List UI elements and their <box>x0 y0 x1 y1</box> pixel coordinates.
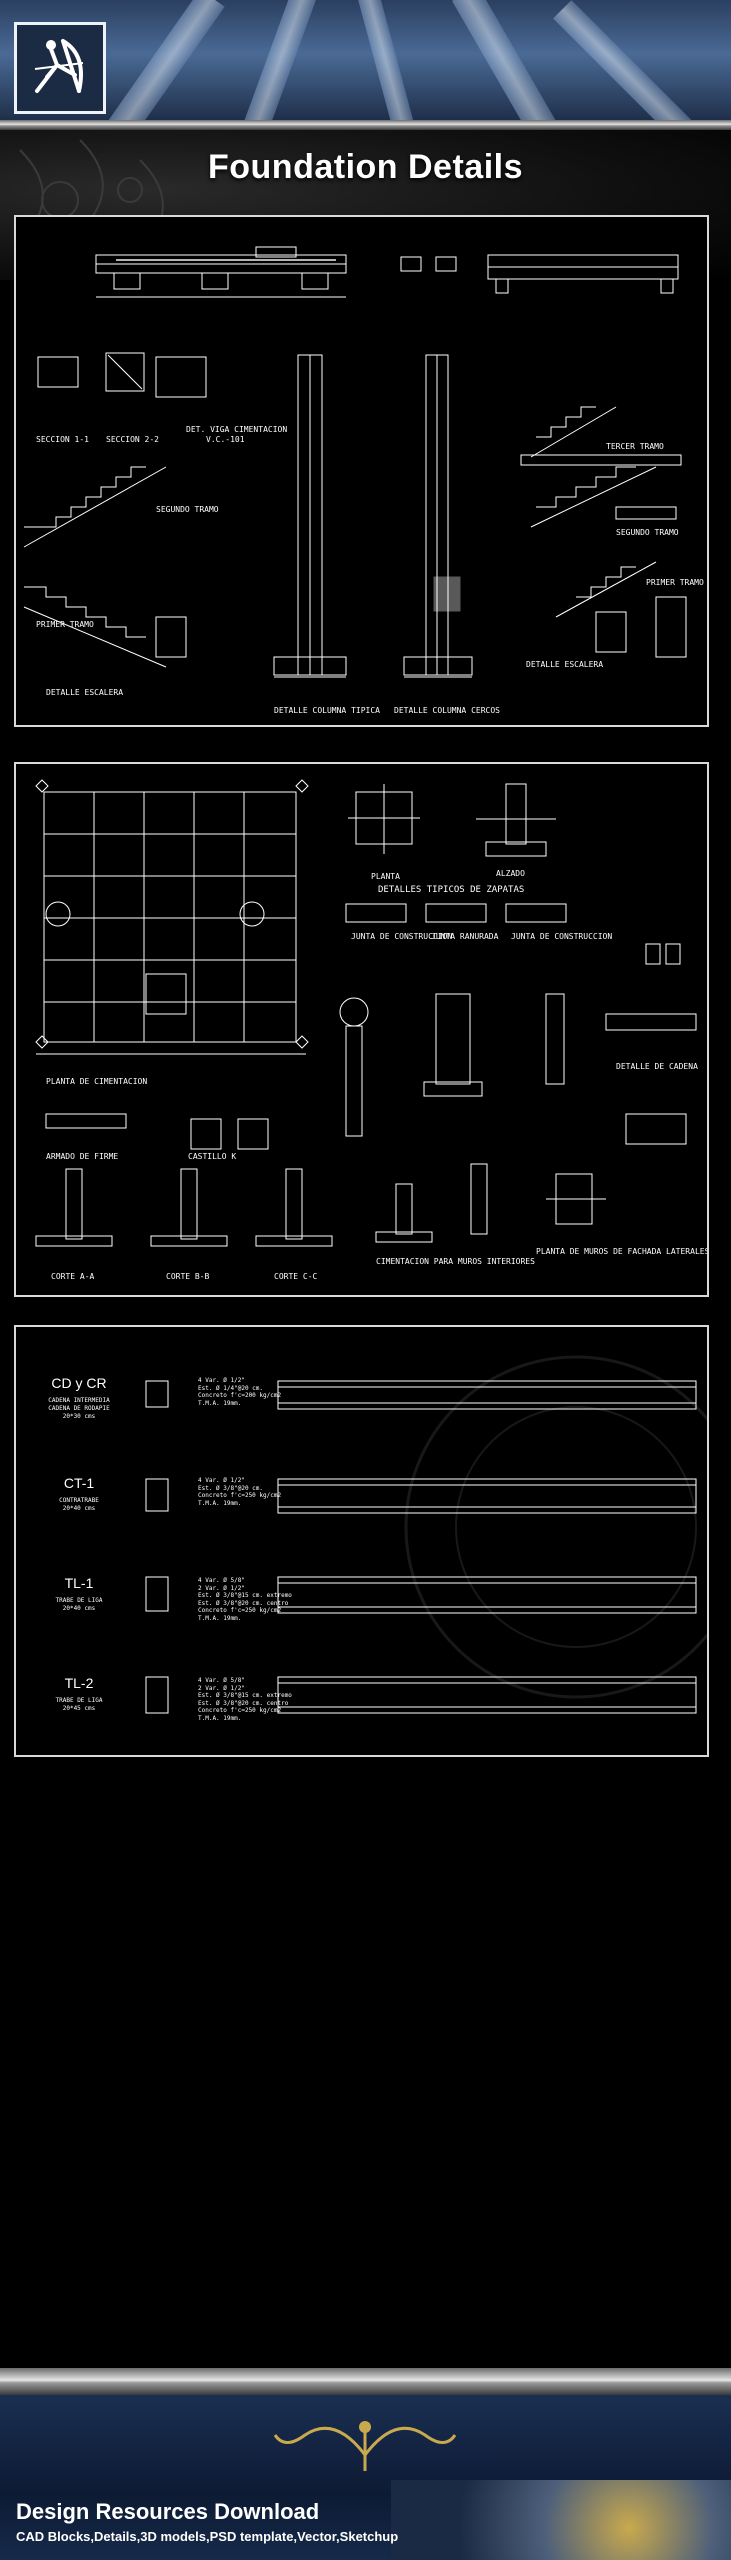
label-segundo-tramo-r: SEGUNDO TRAMO <box>616 528 679 537</box>
footing-drawing: PLANTA ALZADO DETALLES TIPICOS DE ZAPATA… <box>35 779 707 1281</box>
label-primer-tramo: PRIMER TRAMO <box>36 620 94 629</box>
beam-row-ct-1: CT-1 CONTRATRABE 20*40 cms 4 Var. Ø 1/2"… <box>16 1467 707 1577</box>
label-corte-a: CORTE A-A <box>51 1272 95 1281</box>
footer-banner: Design Resources Download CAD Blocks,Det… <box>0 2395 731 2560</box>
beam-drawing <box>145 1478 697 1514</box>
header-banner <box>0 0 731 120</box>
footer-subtitle: CAD Blocks,Details,3D models,PSD templat… <box>16 2529 399 2544</box>
label-seccion-1: SECCION 1-1 <box>36 435 89 444</box>
label-cim-muros: CIMENTACION PARA MUROS INTERIORES <box>376 1257 535 1266</box>
label-castillo: CASTILLO K <box>188 1152 236 1161</box>
label-vc: V.C.-101 <box>206 435 245 444</box>
label-detalle-escalera: DETALLE ESCALERA <box>46 688 123 697</box>
beam-spec: 4 Var. Ø 1/2" Est. Ø 3/8"@20 cm. Concret… <box>198 1477 282 1507</box>
label-junta-const: JUNTA DE CONSTRUCCION <box>351 932 452 941</box>
beam-name: CD y CR <box>51 1375 107 1391</box>
stair-column-drawing: SECCION 1-1 SECCION 2-2 DET. VIGA CIMENT… <box>23 246 704 715</box>
beam-name: CT-1 <box>63 1475 95 1491</box>
footer-title: Design Resources Download <box>16 2499 320 2524</box>
label-detalles-tipicos: DETALLES TIPICOS DE ZAPATAS <box>378 885 524 895</box>
label-detalle-cadena: DETALLE DE CADENA <box>616 1062 698 1071</box>
beam-spec: 4 Var. Ø 5/8" 2 Var. Ø 1/2" Est. Ø 3/8"@… <box>198 1677 292 1722</box>
beam-name: TL-1 <box>64 1575 94 1591</box>
label-planta-cimentacion: PLANTA DE CIMENTACION <box>46 1077 147 1086</box>
beam-row-tl-1: TL-1 TRABE DE LIGA 20*40 cms 4 Var. Ø 5/… <box>16 1567 707 1677</box>
label-segundo-tramo: SEGUNDO TRAMO <box>156 505 219 514</box>
panel-stair-column-details: SECCION 1-1 SECCION 2-2 DET. VIGA CIMENT… <box>14 215 709 727</box>
gold-ornament-icon <box>273 2421 457 2471</box>
label-detalle-escalera-r: DETALLE ESCALERA <box>526 660 603 669</box>
label-alzado: ALZADO <box>496 869 525 878</box>
label-armado-firme: ARMADO DE FIRME <box>46 1152 118 1161</box>
panel-beam-schedule: CD y CR CADENA INTERMEDIA CADENA DE RODA… <box>14 1325 709 1757</box>
beam-row-tl-2: TL-2 TRABE DE LIGA 20*45 cms 4 Var. Ø 5/… <box>16 1667 707 1777</box>
archer-logo-icon <box>14 22 106 114</box>
page-title: Foundation Details <box>208 148 523 186</box>
beam-drawing <box>145 1576 697 1614</box>
label-planta-muros: PLANTA DE MUROS DE FACHADA LATERALES DET… <box>536 1247 707 1256</box>
beam-sub: TRABE DE LIGA 20*45 cms <box>55 1697 103 1712</box>
label-col-cercos: DETALLE COLUMNA CERCOS <box>394 706 500 715</box>
header-divider <box>0 120 731 130</box>
footer-divider <box>0 2368 731 2395</box>
label-planta: PLANTA <box>371 872 400 881</box>
beam-spec: 4 Var. Ø 5/8" 2 Var. Ø 1/2" Est. Ø 3/8"@… <box>198 1577 292 1622</box>
watermark-emblem <box>404 1355 707 1699</box>
panel-footing-details: PLANTA ALZADO DETALLES TIPICOS DE ZAPATA… <box>14 762 709 1297</box>
label-corte-c: CORTE C-C <box>274 1272 318 1281</box>
beam-sub: CONTRATRABE 20*40 cms <box>59 1497 99 1512</box>
label-corte-b: CORTE B-B <box>166 1272 210 1281</box>
beam-sub: CADENA INTERMEDIA CADENA DE RODAPIE 20*3… <box>48 1397 110 1420</box>
beam-drawing <box>145 1676 697 1714</box>
label-col-tipica: DETALLE COLUMNA TIPICA <box>274 706 380 715</box>
beam-spec: 4 Var. Ø 1/2" Est. Ø 1/4"@20 cm. Concret… <box>198 1377 282 1407</box>
label-seccion-2: SECCION 2-2 <box>106 435 159 444</box>
beam-sub: TRABE DE LIGA 20*40 cms <box>55 1597 103 1612</box>
footer-artwork <box>391 2480 731 2560</box>
beam-name: TL-2 <box>64 1675 94 1691</box>
label-primer-tramo-r: PRIMER TRAMO <box>646 578 704 587</box>
label-junta-const2: JUNTA DE CONSTRUCCION <box>511 932 612 941</box>
label-junta-ranurada: JUNTA RANURADA <box>431 932 499 941</box>
label-tercer-tramo: TERCER TRAMO <box>606 442 664 451</box>
beam-row-cd-cr: CD y CR CADENA INTERMEDIA CADENA DE RODA… <box>16 1367 707 1477</box>
beam-drawing <box>145 1380 697 1410</box>
label-det-viga: DET. VIGA CIMENTACION <box>186 425 287 434</box>
